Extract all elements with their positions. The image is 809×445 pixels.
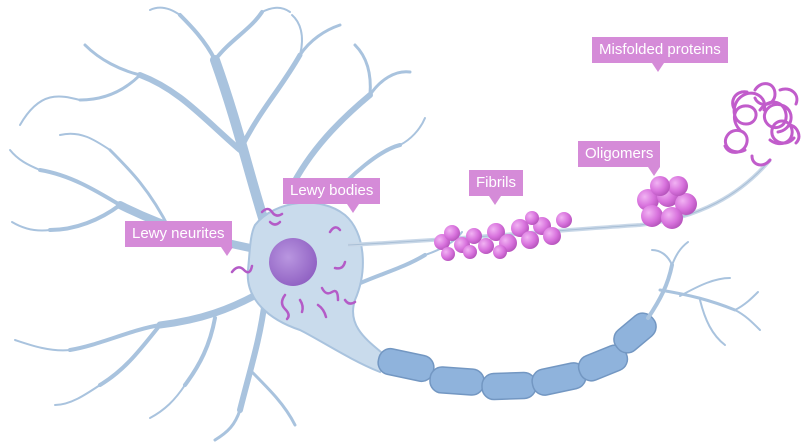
label-oligomers: Oligomers xyxy=(578,141,660,167)
fibrils xyxy=(434,211,572,261)
misfolded-proteins xyxy=(725,84,799,165)
label-lewy-neurites-text: Lewy neurites xyxy=(132,225,225,242)
label-misfolded-proteins: Misfolded proteins xyxy=(592,37,728,63)
oligomers xyxy=(637,176,697,229)
label-lewy-bodies-text: Lewy bodies xyxy=(290,182,373,199)
label-lewy-bodies: Lewy bodies xyxy=(283,178,380,204)
label-fibrils: Fibrils xyxy=(469,170,523,196)
label-oligomers-text: Oligomers xyxy=(585,145,653,162)
label-fibrils-text: Fibrils xyxy=(476,174,516,191)
cell-body xyxy=(248,203,390,372)
myelin-sheath xyxy=(376,308,661,400)
label-lewy-neurites: Lewy neurites xyxy=(125,221,232,247)
axon-terminals xyxy=(648,242,760,345)
label-misfolded-proteins-text: Misfolded proteins xyxy=(599,41,721,58)
nucleus xyxy=(269,238,317,286)
